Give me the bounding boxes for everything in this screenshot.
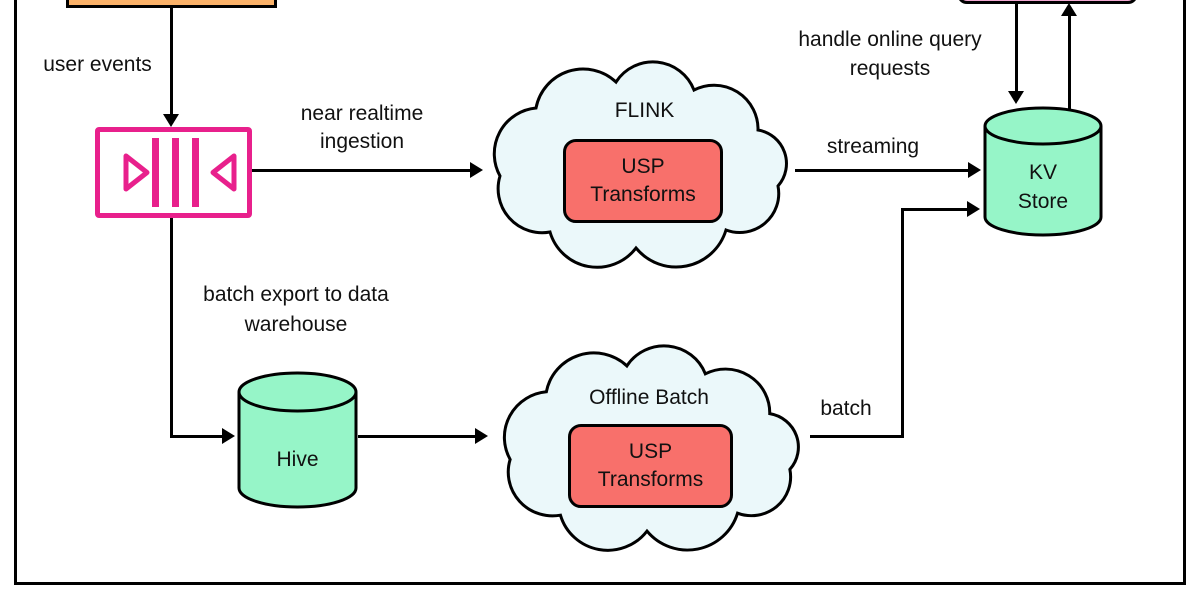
offline-cloud-label: Offline Batch bbox=[589, 386, 709, 409]
diagram-border bbox=[14, 0, 1186, 585]
edge-user-events-line bbox=[170, 6, 173, 114]
arrowhead-down-icon bbox=[163, 114, 179, 127]
arrowhead-right-icon bbox=[968, 162, 981, 178]
query-service-node bbox=[957, 0, 1138, 4]
edge-batch-export-vline bbox=[170, 218, 173, 438]
flink-usp-transforms-node: USP Transforms bbox=[563, 139, 723, 223]
edge-batch-vline bbox=[901, 208, 904, 438]
arrowhead-down-icon bbox=[1008, 91, 1024, 104]
edge-hive-offline-line bbox=[358, 435, 475, 438]
edge-user-events-label: user events bbox=[43, 53, 152, 76]
edge-streaming-label: streaming bbox=[826, 135, 920, 158]
edge-streaming-line bbox=[795, 169, 968, 172]
edge-batch-label: batch bbox=[820, 397, 872, 420]
message-queue-icon bbox=[123, 138, 237, 207]
kv-store-shape bbox=[983, 106, 1103, 237]
edge-batch-export-label: batch export to data warehouse bbox=[203, 283, 389, 336]
edge-batch-hline-bottom bbox=[810, 435, 904, 438]
edge-batch-hline-top bbox=[901, 208, 967, 211]
kv-store-label: KV Store bbox=[1017, 161, 1069, 213]
arrowhead-right-icon bbox=[222, 428, 235, 444]
arrowhead-right-icon bbox=[475, 428, 488, 444]
flink-cloud-label: FLINK bbox=[614, 99, 675, 122]
edge-handle-query-label: handle online query requests bbox=[798, 28, 982, 80]
edge-near-realtime-line bbox=[252, 169, 470, 172]
arrowhead-right-icon bbox=[967, 201, 980, 217]
edge-query-up-line bbox=[1068, 16, 1071, 110]
offline-usp-transforms-node: USP Transforms bbox=[568, 424, 733, 508]
arrowhead-right-icon bbox=[470, 162, 483, 178]
hive-label: Hive bbox=[276, 448, 319, 471]
arrowhead-up-icon bbox=[1061, 3, 1077, 16]
event-queue-node bbox=[95, 127, 252, 218]
edge-batch-export-hline bbox=[170, 435, 222, 438]
edge-query-down-line bbox=[1015, 3, 1018, 91]
edge-near-realtime-label: near realtime ingestion bbox=[300, 102, 424, 153]
hive-shape bbox=[237, 371, 358, 509]
